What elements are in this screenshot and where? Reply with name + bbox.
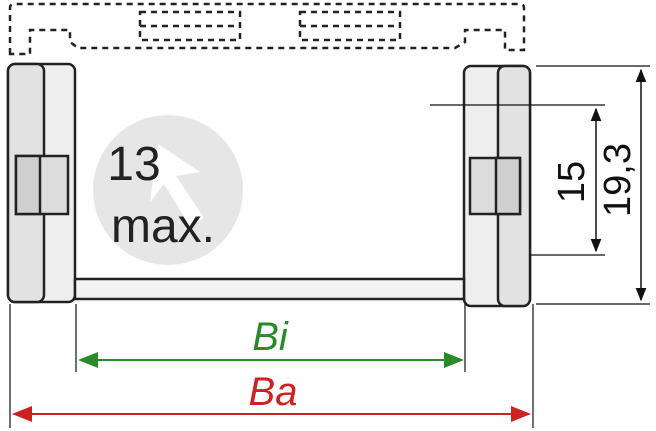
outer-height-label: 19,3 [597, 143, 639, 217]
dashed-lid-outline [8, 2, 526, 56]
inner-width-dimension: Bi [78, 315, 464, 368]
badge-arrow-icon [150, 144, 204, 226]
inner-height-dimension: 15 [551, 107, 602, 253]
outer-height-dimension: 19,3 [597, 68, 647, 302]
right-side-plate [462, 64, 532, 308]
inner-width-label: Bi [252, 315, 289, 359]
badge-value: 13 [107, 138, 160, 191]
bottom-crossbar [73, 277, 466, 301]
badge-unit: max. [111, 200, 215, 253]
left-side-plate [6, 62, 77, 304]
max-diameter-badge: 13 max. [93, 115, 243, 265]
outer-width-dimension: Ba [12, 370, 531, 422]
inner-height-label: 15 [551, 161, 593, 203]
extension-lines [9, 65, 650, 428]
outer-width-label: Ba [249, 370, 298, 414]
